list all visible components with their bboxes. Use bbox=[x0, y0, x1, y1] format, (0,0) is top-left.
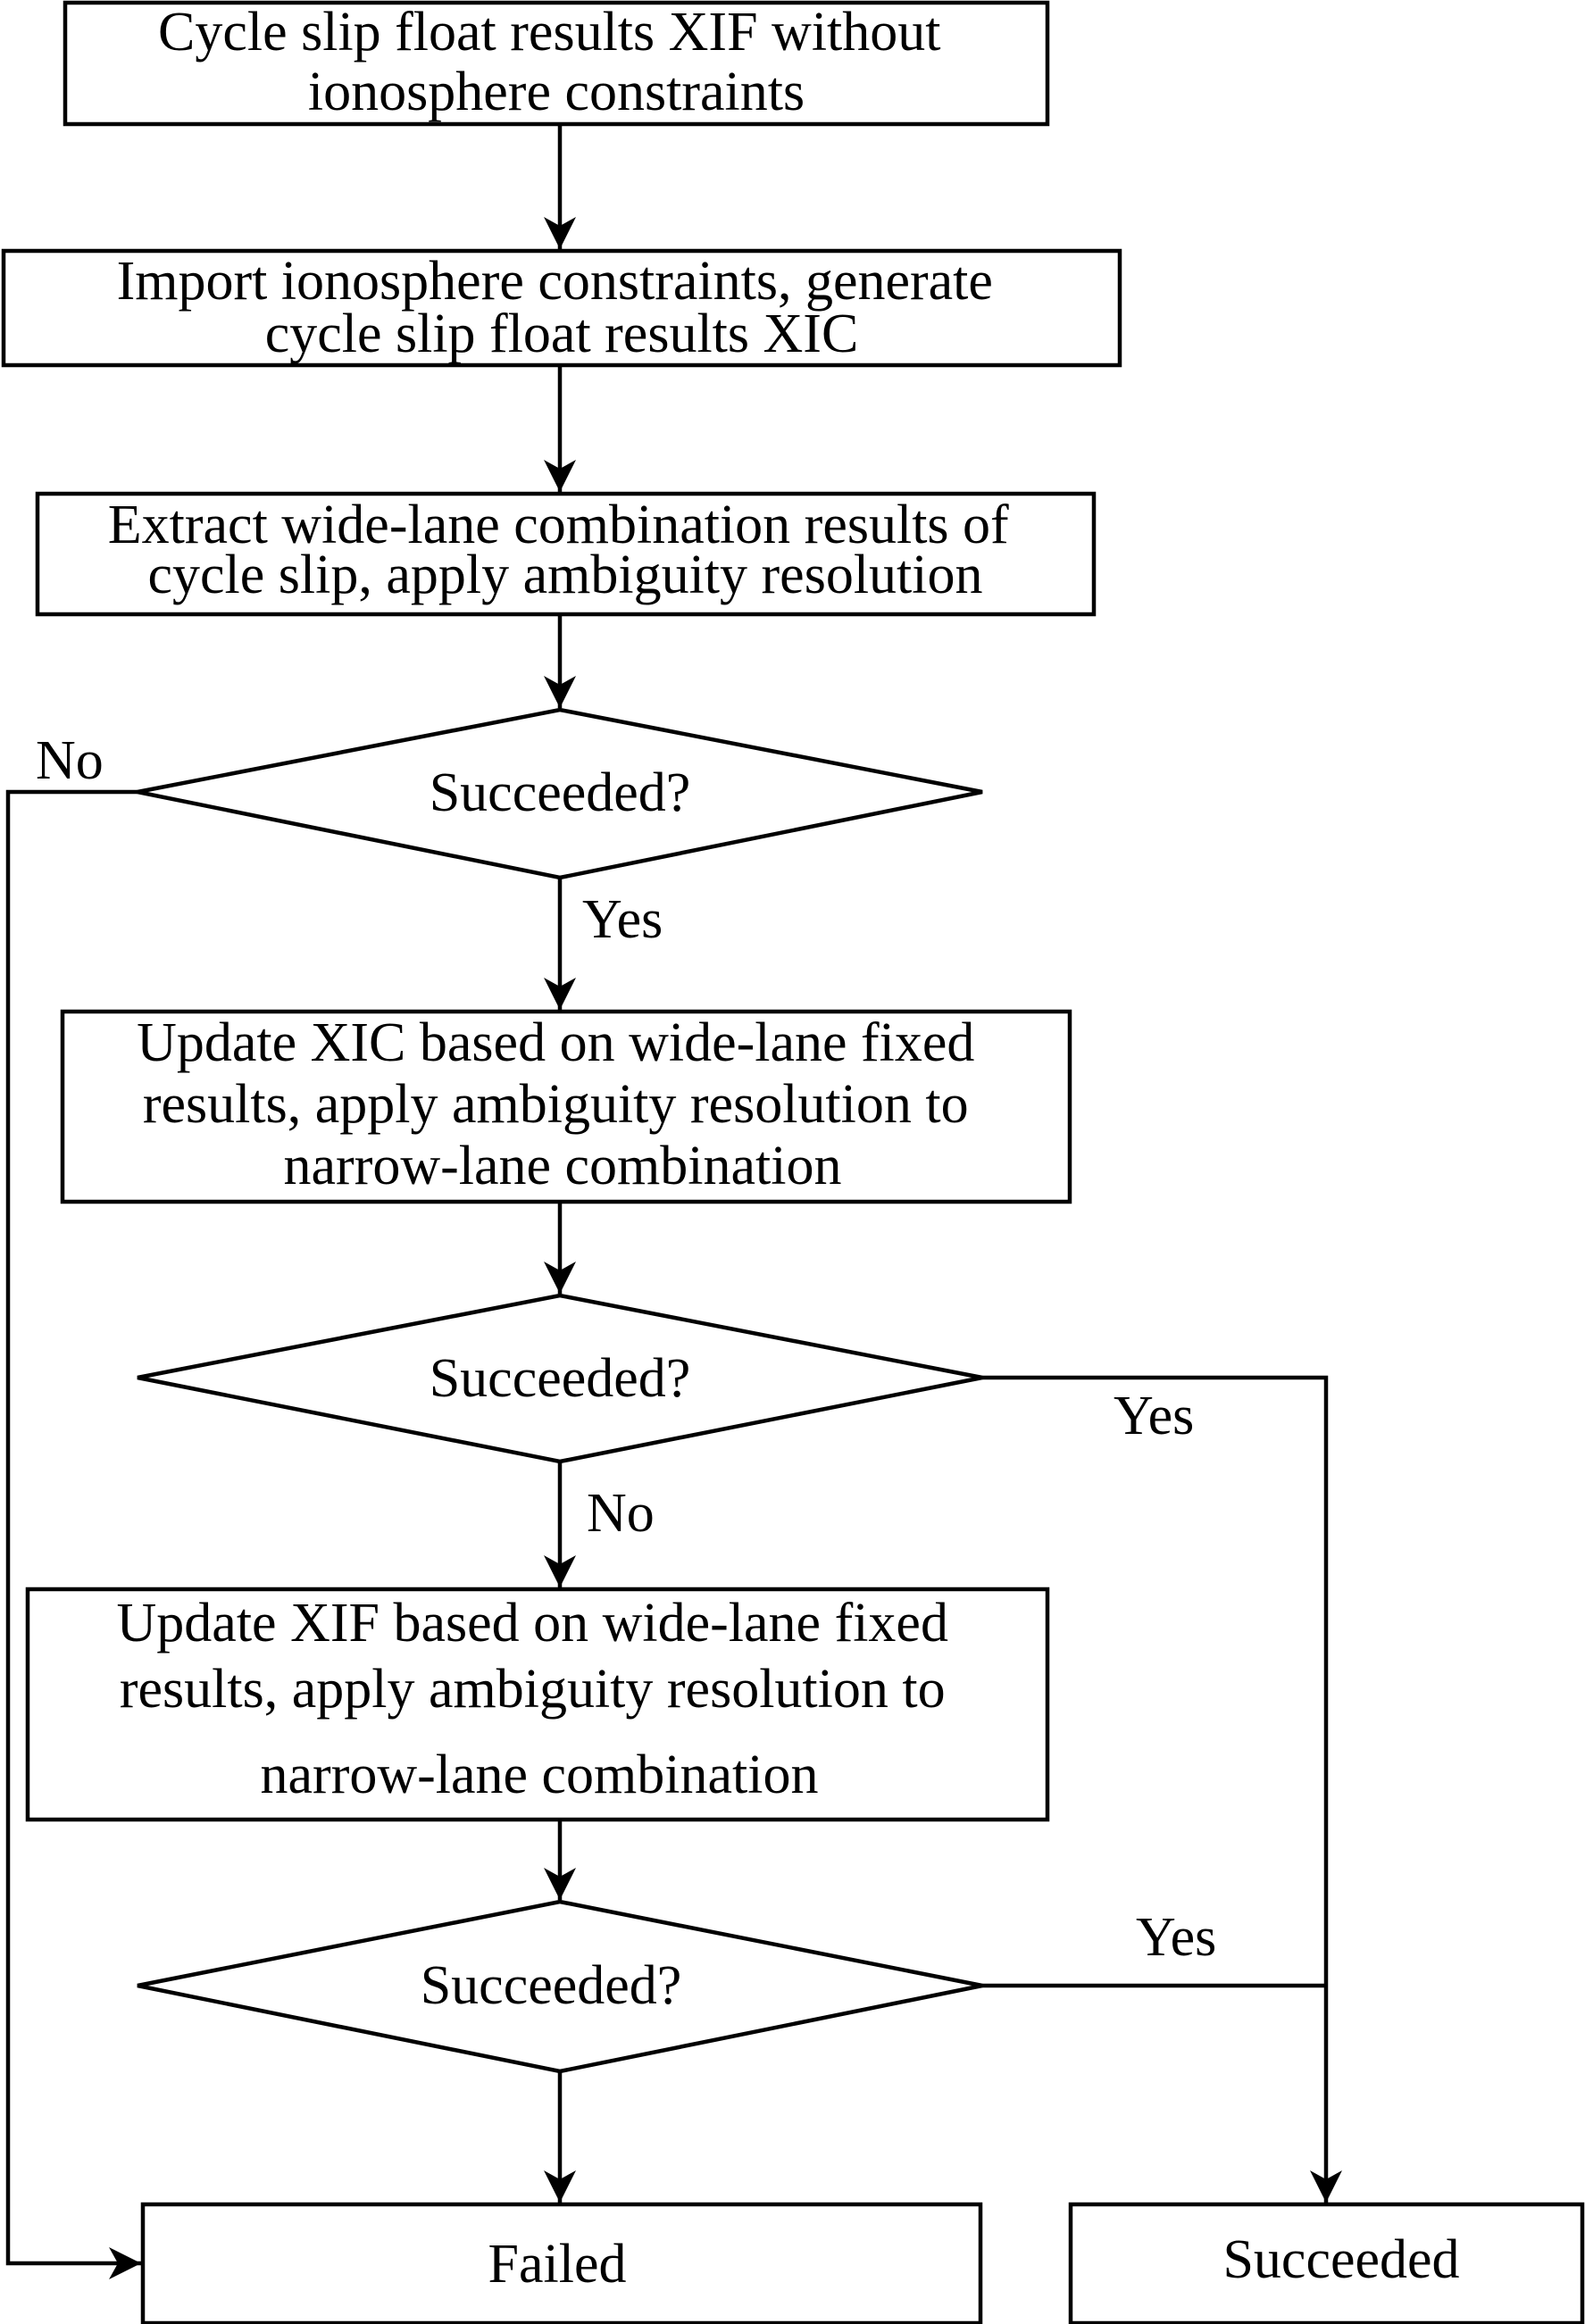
decision-3-succeeded: Succeeded? bbox=[137, 1899, 983, 2074]
decision-1-label: Succeeded? bbox=[430, 762, 691, 823]
edge-label-decision1-no: No bbox=[36, 730, 104, 791]
svg-text:Cycle slip float results XIF w: Cycle slip float results XIF without ion… bbox=[158, 2, 955, 122]
edge-label-decision2-yes: Yes bbox=[1114, 1386, 1194, 1446]
outcome-succeeded: Succeeded bbox=[1068, 2202, 1585, 2324]
decision-2-succeeded: Succeeded? bbox=[137, 1293, 983, 1464]
svg-text:Update XIC based on wide-lane: Update XIC based on wide-lane fixed resu… bbox=[137, 1012, 989, 1196]
step-extract-wide-lane-line-1: Extract wide-lane combination results of bbox=[108, 495, 1009, 555]
step-cycle-slip-float-xif-line-2: ionosphere constraints bbox=[308, 62, 805, 122]
svg-text:Update XIF based on wide-lane: Update XIF based on wide-lane fixed resu… bbox=[117, 1593, 963, 1805]
step-import-ionosphere-line-2: cycle slip float results XIC bbox=[265, 304, 859, 364]
outcome-succeeded-label: Succeeded bbox=[1222, 2229, 1459, 2290]
decision-3-label: Succeeded? bbox=[421, 1955, 682, 2016]
edge-label-decision3-yes: Yes bbox=[1136, 1907, 1216, 1968]
decision-1-succeeded: Succeeded? bbox=[137, 707, 983, 880]
connectors bbox=[5, 124, 1342, 2279]
step-update-xic-line-2: results, apply ambiguity resolution to bbox=[143, 1074, 969, 1135]
step-cycle-slip-float-xif: Cycle slip float results XIF without ion… bbox=[63, 0, 1050, 127]
step-cycle-slip-float-xif-line-1: Cycle slip float results XIF without bbox=[158, 2, 941, 62]
step-import-ionosphere-constraints: Import ionosphere constraints, generate … bbox=[1, 248, 1122, 368]
step-update-xif-line-3: narrow-lane combination bbox=[261, 1745, 819, 1805]
arrow-decision1-no-to-failed bbox=[5, 789, 141, 2279]
edge-label-decision2-no: No bbox=[587, 1483, 655, 1544]
edge-label-decision1-yes: Yes bbox=[582, 889, 663, 950]
step-update-xif-line-1: Update XIF based on wide-lane fixed bbox=[117, 1593, 948, 1653]
decision-2-label: Succeeded? bbox=[430, 1348, 691, 1409]
step-update-xic: Update XIC based on wide-lane fixed resu… bbox=[60, 1009, 1072, 1204]
outcome-failed-label: Failed bbox=[488, 2234, 627, 2295]
step-import-ionosphere-line-1: Import ionosphere constraints, generate bbox=[117, 251, 993, 312]
step-update-xif: Update XIF based on wide-lane fixed resu… bbox=[25, 1587, 1050, 1822]
step-update-xif-line-2: results, apply ambiguity resolution to bbox=[120, 1659, 946, 1720]
step-update-xic-line-3: narrow-lane combination bbox=[284, 1136, 842, 1196]
svg-text:Extract wide-lane combination: Extract wide-lane combination results of… bbox=[108, 495, 1022, 605]
edge-labels: No Yes Yes No Yes bbox=[36, 730, 1216, 1968]
arrow-decision2-yes-to-succeeded bbox=[982, 1375, 1342, 2203]
svg-text:Import ionosphere constraints,: Import ionosphere constraints, generate … bbox=[117, 251, 1007, 364]
outcome-failed: Failed bbox=[140, 2202, 983, 2324]
step-extract-wide-lane: Extract wide-lane combination results of… bbox=[35, 491, 1097, 617]
step-update-xic-line-1: Update XIC based on wide-lane fixed bbox=[137, 1012, 974, 1073]
step-extract-wide-lane-line-2: cycle slip, apply ambiguity resolution bbox=[148, 545, 983, 605]
